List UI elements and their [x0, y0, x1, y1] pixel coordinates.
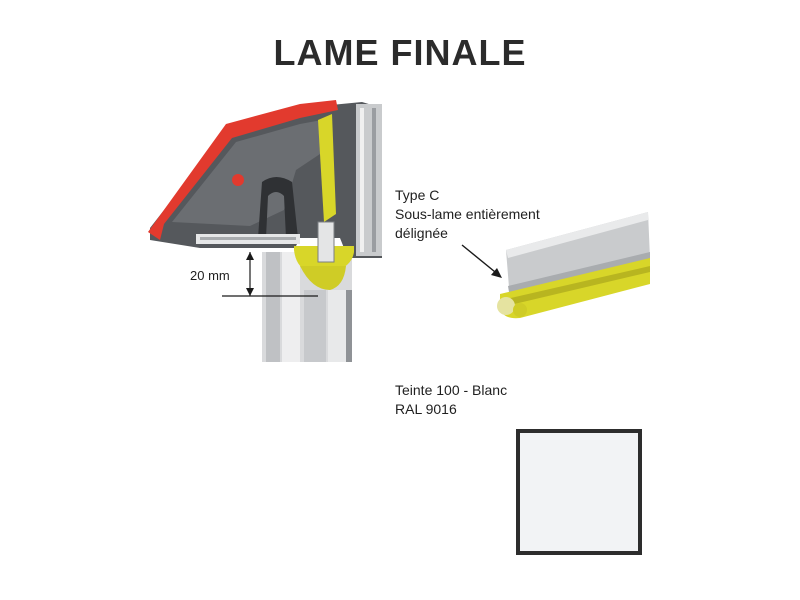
callout-arrow: [461, 244, 502, 278]
page-title: LAME FINALE: [273, 32, 527, 73]
color-callout: Teinte 100 - Blanc RAL 9016: [395, 381, 507, 419]
type-callout-line1: Type C: [395, 187, 440, 203]
color-swatch: [516, 429, 642, 555]
dimension-label: 20 mm: [190, 268, 230, 283]
type-callout-line2: Sous-lame entièrement: [395, 206, 540, 222]
color-callout-line1: Teinte 100 - Blanc: [395, 382, 508, 398]
slat-perspective-illustration: [497, 212, 650, 319]
color-callout-line2: RAL 9016: [395, 401, 457, 417]
dimension-indicator: [222, 252, 318, 297]
type-callout: Type C Sous-lame entièrement délignée: [395, 186, 540, 243]
type-callout-line3: délignée: [395, 225, 448, 241]
end-slat-profile: [148, 100, 382, 290]
